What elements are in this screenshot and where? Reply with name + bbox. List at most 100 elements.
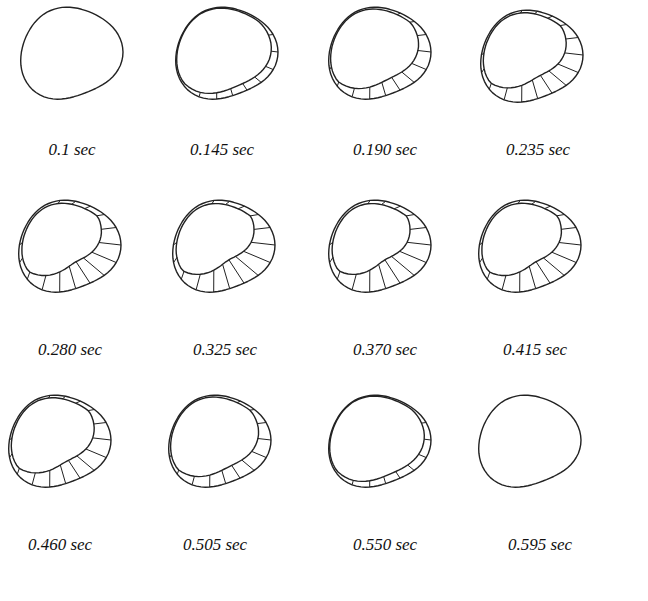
time-label: 0.325 sec: [193, 340, 257, 360]
motion-vector: [482, 69, 485, 73]
motion-vector: [379, 264, 386, 288]
inner-contour: [483, 13, 566, 88]
motion-vector: [479, 243, 482, 246]
motion-vector: [173, 242, 176, 245]
outer-contour: [329, 395, 431, 487]
motion-vector: [97, 215, 105, 216]
motion-vector: [242, 460, 254, 470]
motion-vector: [337, 271, 340, 279]
motion-vector: [59, 272, 60, 292]
time-label: 0.1 sec: [48, 140, 95, 160]
motion-vector: [502, 276, 506, 290]
motion-vector: [329, 242, 332, 245]
outer-contour: [21, 7, 123, 99]
time-label: 0.190 sec: [353, 140, 417, 160]
motion-vector: [330, 258, 333, 263]
motion-vector: [369, 270, 370, 292]
motion-vector: [406, 215, 414, 216]
motion-vector: [99, 243, 121, 246]
motion-vector: [266, 66, 274, 69]
time-label: 0.415 sec: [503, 340, 567, 360]
motion-vector: [72, 201, 76, 204]
motion-vector: [536, 262, 550, 283]
inner-contour: [11, 398, 94, 473]
motion-vector: [369, 481, 370, 487]
motion-vector: [49, 395, 51, 398]
motion-vector: [88, 410, 94, 411]
motion-vector: [481, 53, 484, 55]
motion-vector: [19, 243, 22, 246]
motion-vector: [518, 200, 520, 203]
motion-vector: [94, 423, 106, 425]
ventricle-contour: [329, 200, 431, 292]
motion-vector: [231, 89, 233, 96]
motion-vector: [251, 242, 275, 245]
motion-vector: [402, 72, 414, 82]
motion-vector: [244, 251, 271, 262]
motion-vector: [534, 11, 537, 14]
motion-vector: [385, 260, 400, 283]
time-label: 0.550 sec: [353, 535, 417, 555]
inner-contour: [22, 203, 102, 275]
motion-vector: [170, 455, 172, 458]
motion-vector: [410, 21, 415, 23]
motion-vector: [394, 206, 400, 209]
motion-vector: [68, 460, 80, 478]
motion-vector: [209, 475, 210, 487]
motion-vector: [369, 87, 370, 99]
ventricle-contour: [19, 200, 121, 292]
motion-vector: [76, 401, 81, 403]
inner-contour: [330, 396, 425, 481]
motion-vector: [250, 215, 258, 216]
outer-contour: [19, 200, 121, 292]
motion-vector: [252, 451, 267, 457]
motion-vector: [232, 465, 240, 478]
motion-vector: [557, 215, 565, 216]
motion-vector: [392, 77, 400, 90]
motion-vector: [408, 465, 415, 470]
ventricle-contour: [481, 10, 583, 102]
outer-contour: [9, 395, 111, 487]
motion-vector: [384, 477, 386, 484]
motion-vector: [32, 473, 35, 485]
ventricle-contour: [329, 7, 431, 99]
motion-vector: [489, 83, 491, 89]
motion-vector: [549, 71, 566, 86]
motion-vector: [212, 200, 214, 203]
motion-vector: [236, 256, 259, 275]
motion-vector: [250, 409, 255, 411]
outer-contour: [176, 7, 278, 99]
motion-vector: [174, 258, 177, 263]
motion-vector: [76, 262, 90, 283]
time-label: 0.235 sec: [506, 140, 570, 160]
motion-vector: [368, 200, 370, 203]
motion-vector: [400, 251, 427, 262]
motion-vector: [77, 456, 94, 471]
ventricle-contour: [329, 395, 431, 487]
motion-vector: [412, 63, 427, 69]
ventricle-contour: [173, 200, 275, 292]
ventricle-contour: [21, 7, 123, 99]
motion-vector: [504, 88, 507, 100]
motion-vector: [254, 228, 270, 230]
motion-vector: [552, 252, 576, 262]
motion-vector: [258, 439, 271, 441]
motion-vector: [422, 422, 427, 424]
motion-vector: [229, 260, 244, 283]
motion-vector: [532, 201, 536, 204]
motion-vector: [521, 10, 523, 13]
ventricle-contour: [9, 395, 111, 487]
motion-vector: [86, 449, 106, 458]
motion-vector: [243, 84, 247, 91]
motion-vector: [177, 470, 178, 474]
time-label: 0.595 sec: [508, 535, 572, 555]
motion-vector: [213, 270, 214, 292]
motion-vector: [548, 16, 553, 18]
motion-vector: [93, 438, 111, 440]
outer-contour: [329, 200, 431, 292]
motion-vector: [392, 256, 415, 275]
outer-contour: [479, 200, 581, 292]
outer-contour: [481, 10, 583, 102]
time-label: 0.280 sec: [38, 340, 102, 360]
motion-vector: [238, 206, 244, 209]
